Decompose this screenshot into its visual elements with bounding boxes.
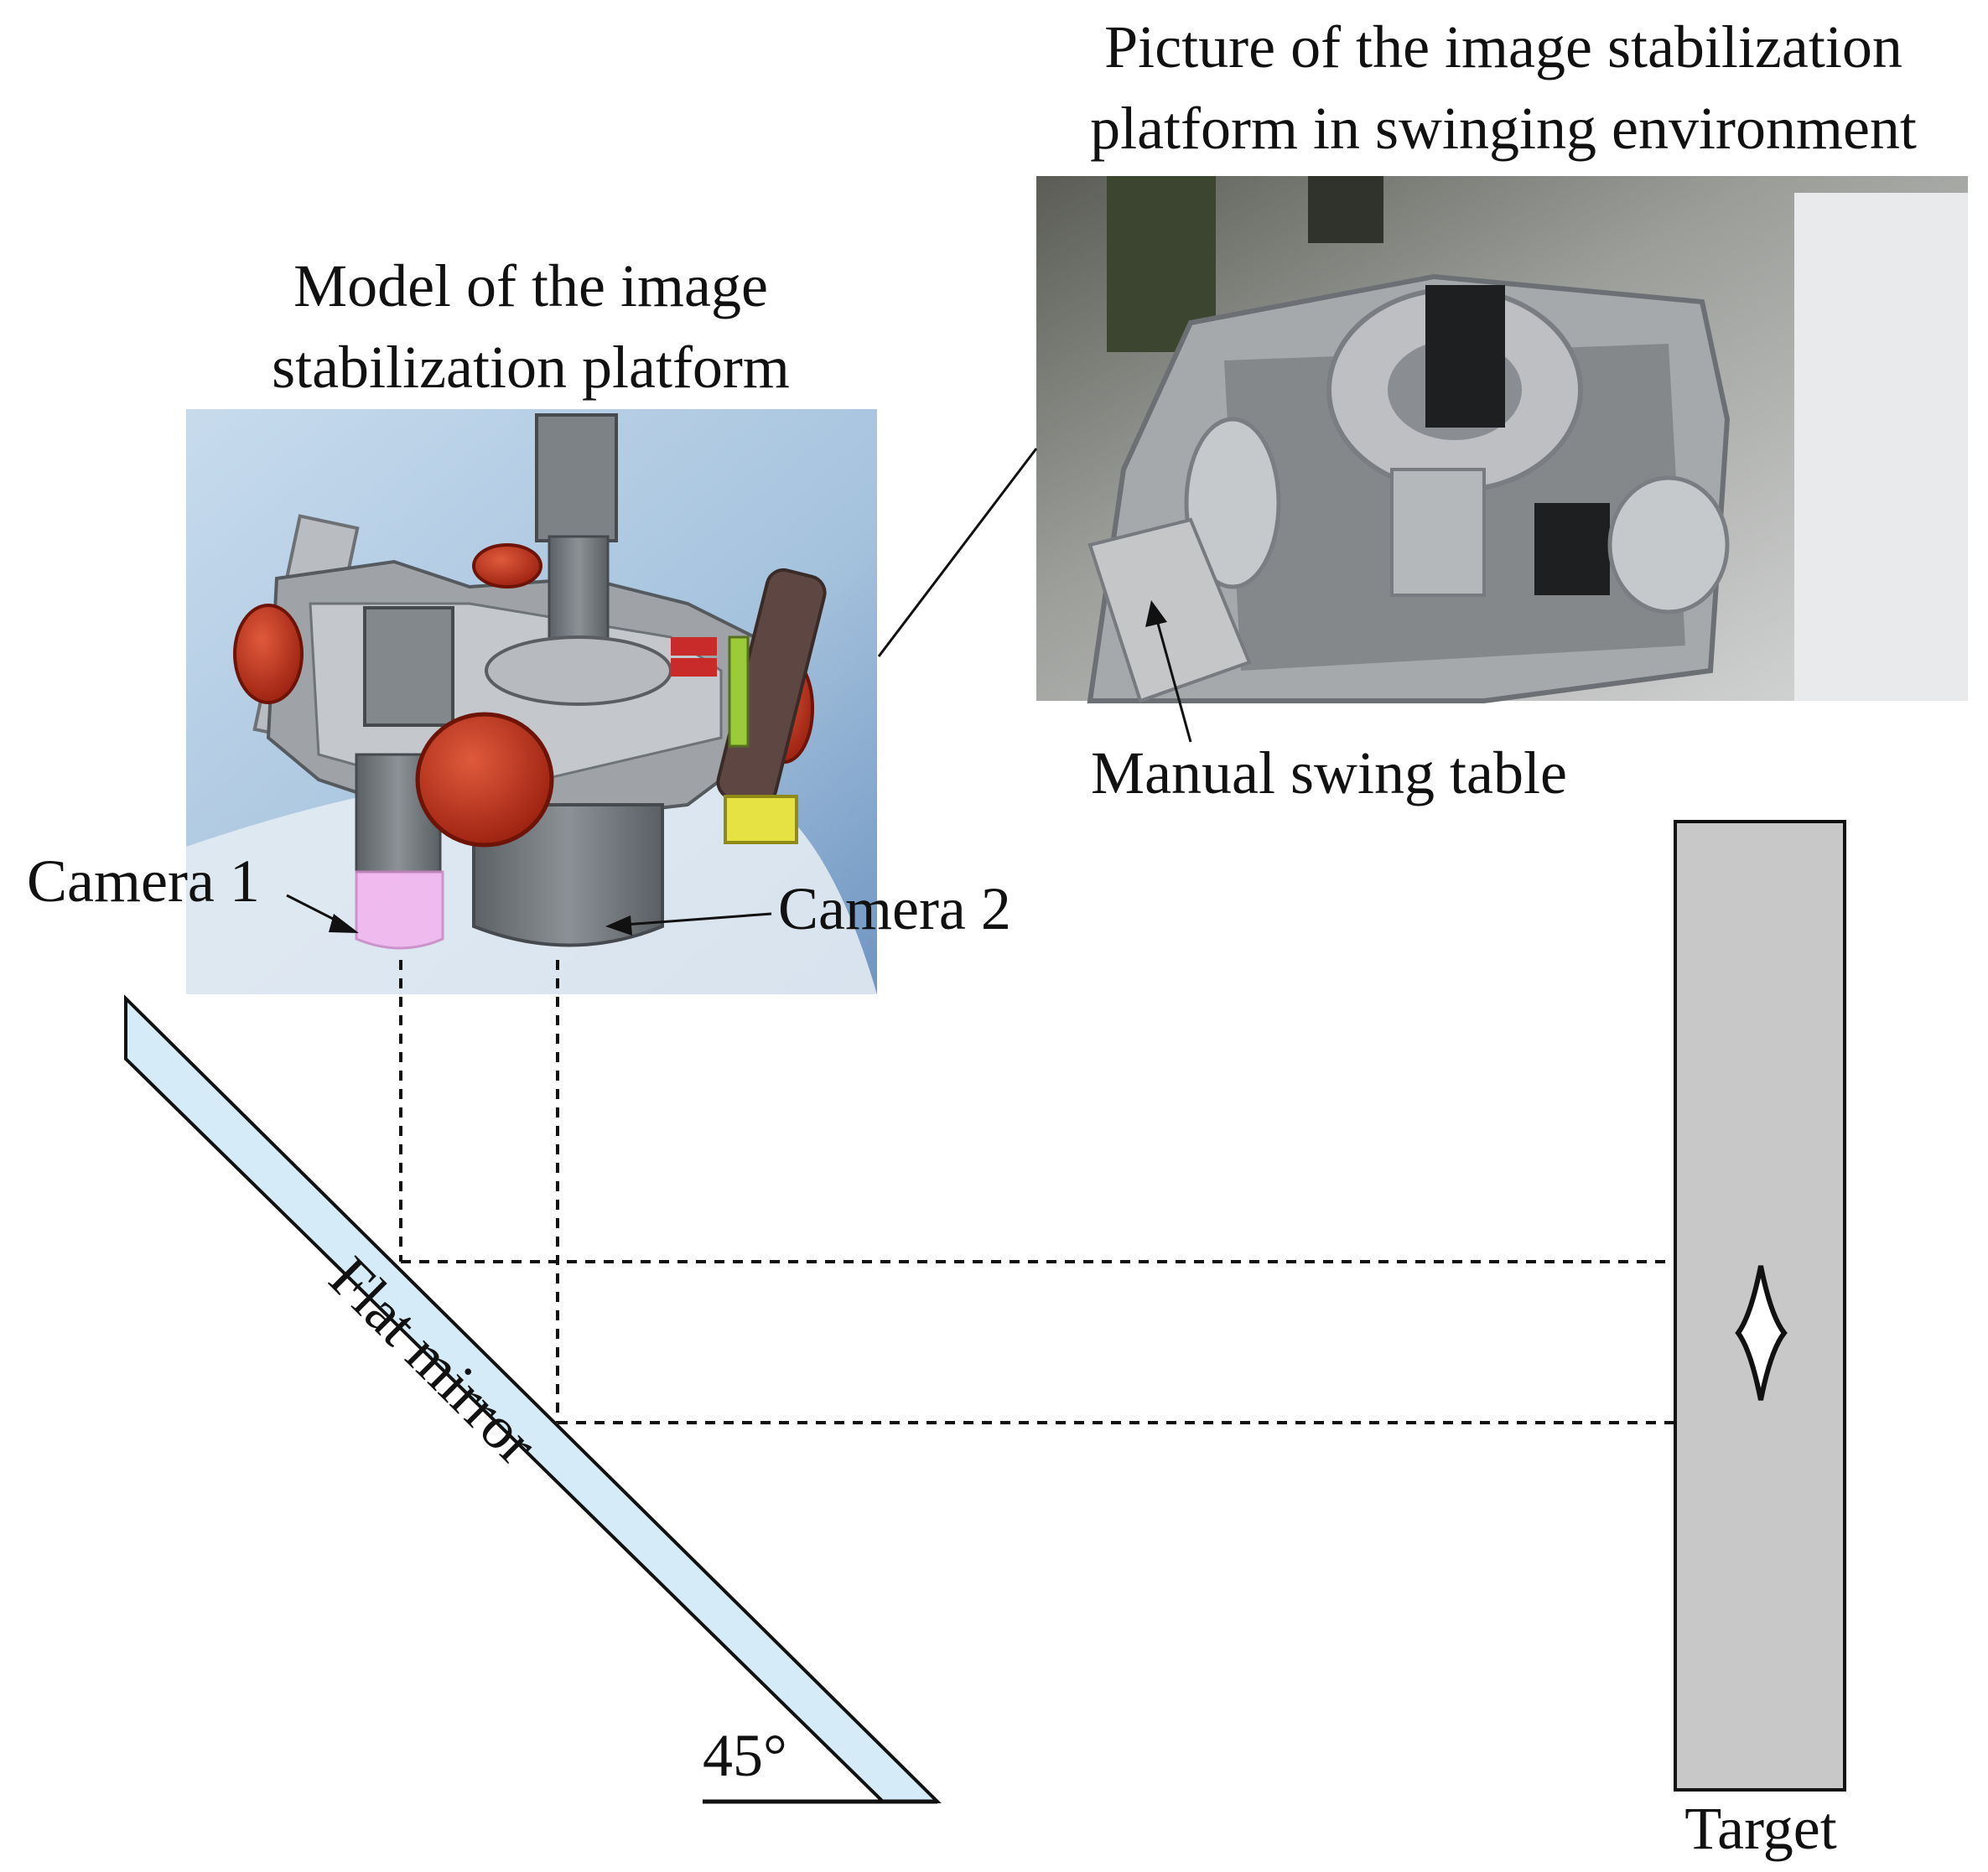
flat-mirror: [124, 994, 942, 1803]
model-title-line1: Model of the image: [293, 252, 768, 319]
platform-model-render: [186, 409, 877, 994]
photo-title-line1: Picture of the image stabilization: [1104, 13, 1902, 80]
manual-swing-table-arrowhead: [1145, 600, 1167, 627]
platform-photo: [1036, 176, 1968, 703]
camera-2-arrow-line: [624, 912, 772, 926]
camera-2-label: Camera 2: [778, 875, 1011, 942]
target-marker-icon: [1735, 1265, 1788, 1401]
camera-2-arrowhead: [605, 915, 632, 936]
camera-1-arrow-line: [286, 894, 340, 924]
camera-1-arrowhead: [329, 914, 359, 933]
manual-swing-table-label: Manual swing table: [1091, 739, 1567, 806]
target-label: Target: [1684, 1795, 1837, 1862]
manual-swing-table-arrow-line: [1155, 620, 1192, 743]
camera-1-label: Camera 1: [27, 848, 260, 915]
model-to-photo-leader: [877, 448, 1038, 657]
angle-label: 45°: [703, 1722, 787, 1789]
flat-mirror-label: Flat mirror: [317, 1244, 551, 1478]
model-title-line2: stabilization platform: [272, 334, 790, 401]
optical-path-lines: [399, 960, 1675, 1424]
photo-title-line2: platform in swinging environment: [1090, 95, 1917, 162]
